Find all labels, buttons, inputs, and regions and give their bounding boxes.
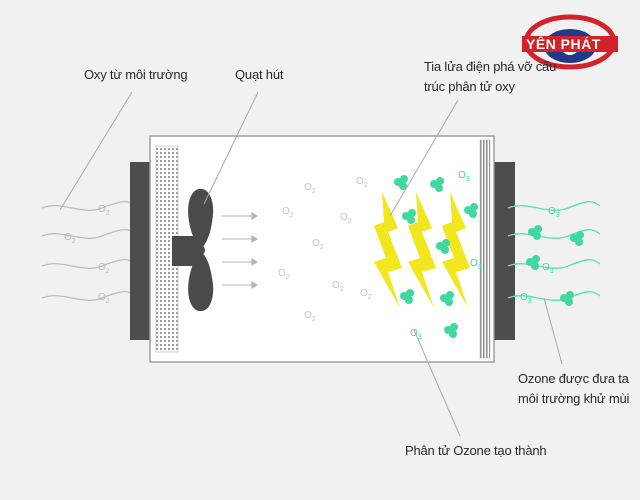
leader-line-oxygen [59, 91, 133, 211]
oxygen-molecule: O2 [356, 176, 368, 189]
oxygen-molecule: O2 [282, 206, 294, 219]
chamber-oxygen-molecules: O2 O2 O2 O2 O2 O2 O2 O2 O2 [278, 176, 372, 323]
oxygen-intake-lines [41, 201, 137, 301]
oxygen-molecule: O2 [340, 212, 352, 225]
label-spark-line2: trúc phân tử oxy [424, 79, 515, 94]
chamber-ozone-molecules [394, 175, 478, 338]
oxygen-intake-line [41, 259, 137, 269]
eye-logo-icon [522, 14, 618, 70]
oxygen-molecule: O2 [304, 182, 316, 195]
lightning-bolt-icon [442, 192, 470, 308]
ozone-molecule [526, 255, 540, 270]
ozone-outlet-symbols: O3 O3 O3 [520, 206, 560, 305]
brand-logo-text: YÊN PHÁT [526, 36, 601, 52]
oxygen-molecule: O2 [98, 292, 110, 305]
right-end-cap [491, 162, 515, 340]
ozone-molecule [560, 291, 574, 306]
fan-icon [172, 188, 214, 312]
oxygen-molecule: O2 [98, 204, 110, 217]
left-end-cap [130, 162, 152, 340]
lightning-bolt-icon [408, 192, 436, 308]
spark-bolts [374, 192, 470, 308]
ozone-molecule [400, 289, 414, 304]
airflow-arrow [222, 212, 259, 220]
leader-line-spark [389, 99, 459, 217]
ozone-symbol: O3 [458, 170, 470, 183]
ozone-outlet-line [507, 229, 601, 240]
label-ozone-out-line2: môi trường khử mùi [518, 391, 630, 406]
airflow-arrows [222, 212, 259, 289]
leader-lines [59, 91, 563, 437]
oxygen-intake-line [41, 291, 137, 301]
label-ozone-formed: Phân tử Ozone tạo thành [405, 443, 547, 458]
airflow-arrow [222, 281, 259, 289]
oxygen-molecule: O2 [304, 310, 316, 323]
airflow-arrow [222, 235, 259, 243]
ozone-molecule [440, 291, 454, 306]
leader-line-ozone-out [543, 297, 563, 365]
oxygen-intake-line [41, 201, 137, 211]
ozone-molecule [394, 175, 408, 190]
ozone-molecule [436, 239, 450, 254]
oxygen-molecule: O2 [278, 268, 290, 281]
airflow-arrow [222, 258, 259, 266]
ozone-outlet-line [507, 259, 601, 270]
oxygen-molecule: O2 [360, 288, 372, 301]
ozone-symbol: O3 [548, 206, 560, 219]
ozone-molecule [444, 323, 458, 338]
ozone-symbol: O3 [542, 262, 554, 275]
leader-line-ozone-formed [413, 329, 461, 437]
outlet-vent-grille [479, 139, 491, 359]
oxygen-intake-line [41, 229, 137, 239]
oxygen-molecule: O2 [98, 262, 110, 275]
ozone-outlet-line [507, 201, 601, 212]
oxygen-molecule: O2 [312, 238, 324, 251]
ozone-molecule [430, 177, 444, 192]
generator-chamber [149, 135, 495, 363]
ozone-molecule [464, 203, 478, 218]
label-spark-line1: Tia lửa điện phá vỡ cấu [424, 59, 557, 74]
oxygen-molecule: O2 [332, 280, 344, 293]
ozone-molecule [402, 209, 416, 224]
label-ozone-out-line1: Ozone được đưa ta [518, 371, 629, 386]
oxygen-molecule: O2 [64, 232, 76, 245]
oxygen-intake-molecules: O2 O2 O2 O2 [64, 204, 110, 305]
ozone-molecule [528, 225, 542, 240]
leader-line-fan [203, 91, 259, 205]
ozone-symbol: O3 [470, 258, 482, 271]
ozone-symbol: O3 [520, 292, 532, 305]
ozone-outlet-molecules [526, 225, 584, 306]
label-fan: Quạt hút [235, 67, 284, 82]
ozone-molecule [570, 231, 584, 246]
lightning-bolt-icon [374, 192, 402, 308]
label-oxygen-in: Oxy từ môi trường [84, 67, 188, 82]
